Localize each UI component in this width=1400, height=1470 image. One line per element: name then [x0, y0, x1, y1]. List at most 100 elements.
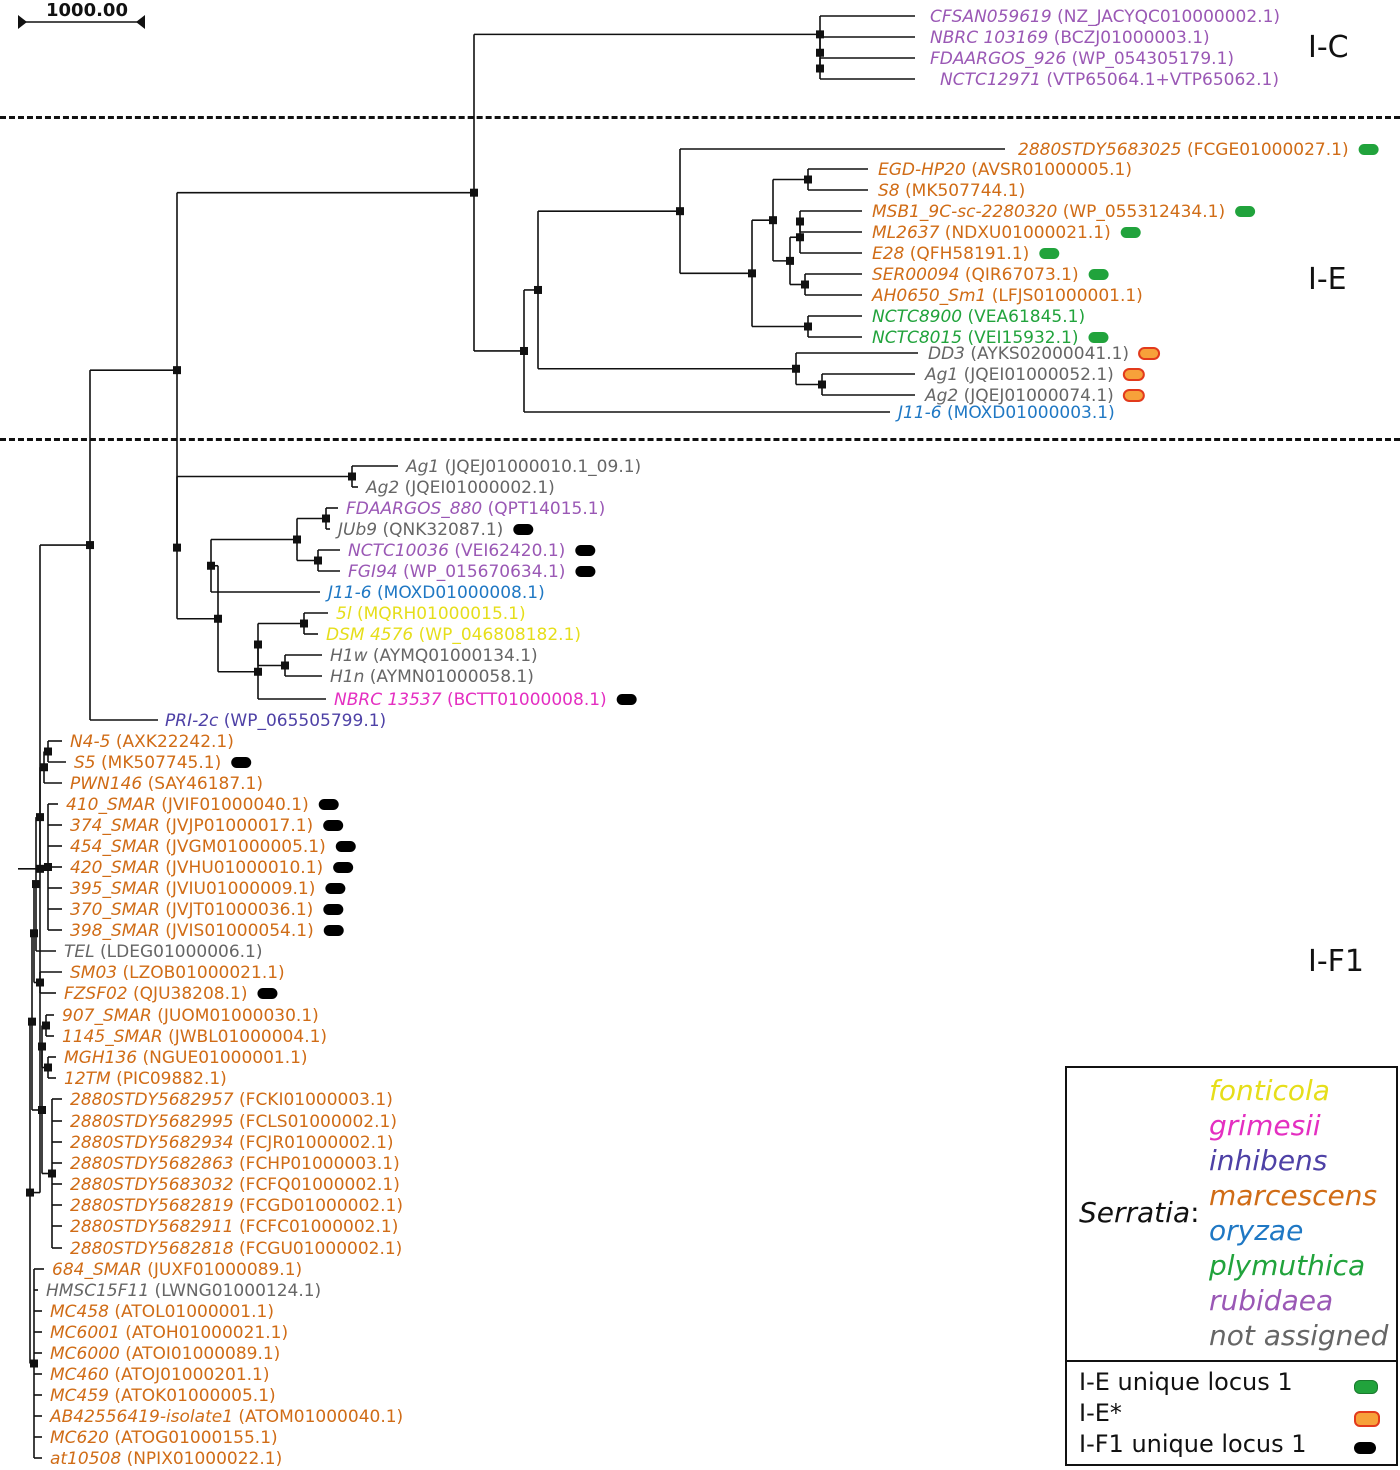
leaf-label: FDAARGOS_926 (WP_054305179.1) — [930, 49, 1234, 69]
leaf-strain-name: Ag1 — [405, 457, 439, 477]
leaf-accession: (QNK32087.1) — [377, 520, 503, 540]
leaf-accession: (FCJR01000002.1) — [234, 1133, 394, 1153]
locus-marker — [257, 988, 278, 999]
leaf-strain-name: MC6000 — [50, 1344, 120, 1364]
leaf-label: DD3 (AYKS02000041.1) — [928, 344, 1129, 364]
leaf-label: J11-6 (MOXD01000008.1) — [325, 583, 545, 603]
leaf-accession: (JVIU01000009.1) — [160, 879, 316, 899]
leaf-accession: (JVIF01000040.1) — [156, 795, 309, 815]
leaf-label: 420_SMAR (JVHU01000010.1) — [70, 858, 323, 878]
leaf-label: FDAARGOS_880 (QPT14015.1) — [346, 499, 605, 519]
leaf-strain-name: 410_SMAR — [66, 795, 156, 815]
node-marker — [86, 541, 94, 550]
leaf-accession: (FCGD01000002.1) — [234, 1196, 403, 1216]
locus-marker — [513, 524, 534, 535]
node-marker — [322, 514, 330, 523]
node-marker — [38, 1042, 46, 1051]
leaf-label: AH0650_Sm1 (LFJS01000001.1) — [871, 286, 1143, 306]
leaf-accession: (AXK22242.1) — [110, 732, 233, 752]
node-marker — [28, 1017, 36, 1026]
leaf-strain-name: ML2637 — [872, 223, 940, 243]
leaf-strain-name: TEL — [64, 942, 95, 962]
leaf-strain-name: 2880STDY5682911 — [70, 1217, 234, 1237]
leaf-strain-name: 2880STDY5682818 — [70, 1239, 234, 1259]
leaf-accession: (QIR67073.1) — [959, 265, 1078, 285]
legend-divider — [1067, 1360, 1396, 1362]
leaf-strain-name: J11-6 — [325, 583, 372, 603]
leaf-accession: (QJU38208.1) — [128, 984, 248, 1004]
legend-species-inhibens: inhibens — [1209, 1144, 1328, 1177]
leaf-accession: (LDEG01000006.1) — [95, 942, 263, 962]
leaf-label: DSM 4576 (WP_046808182.1) — [326, 625, 581, 645]
node-marker — [44, 863, 52, 871]
leaf-label: H1w (AYMQ01000134.1) — [330, 646, 538, 666]
leaf-label: 2880STDY5682911 (FCFC01000002.1) — [70, 1217, 398, 1237]
leaf-strain-name: EGD-HP20 — [878, 160, 966, 180]
leaf-label: at10508 (NPIX01000022.1) — [50, 1449, 282, 1469]
leaf-strain-name: DD3 — [928, 344, 965, 364]
leaf-strain-name: 374_SMAR — [70, 816, 160, 836]
node-marker — [254, 640, 262, 649]
leaf-accession: (WP_015670634.1) — [398, 562, 566, 582]
leaf-accession: (VEA61845.1) — [962, 307, 1085, 327]
node-marker — [44, 1063, 52, 1072]
node-marker — [816, 48, 824, 57]
scale-bar-left-arrow — [18, 15, 27, 29]
leaf-label: NCTC8015 (VEI15932.1) — [872, 328, 1078, 348]
leaf-label: MGH136 (NGUE01000001.1) — [64, 1048, 308, 1068]
leaf-strain-name: 684_SMAR — [52, 1260, 142, 1280]
legend-species-rubidaea: rubidaea — [1209, 1284, 1334, 1317]
leaf-strain-name: NBRC 103169 — [930, 28, 1048, 48]
leaf-strain-name: AB42556419-isolate1 — [49, 1407, 233, 1427]
leaf-strain-name: S5 — [74, 753, 96, 773]
node-marker — [36, 813, 44, 822]
node-marker — [676, 207, 684, 216]
leaf-strain-name: NCTC12971 — [940, 70, 1041, 90]
leaf-strain-name: 2880STDY5683025 — [1018, 140, 1182, 160]
legend-marker-if1-label: I-F1 unique locus 1 — [1079, 1430, 1307, 1458]
leaf-accession: (MOXD01000008.1) — [372, 583, 545, 603]
clade-label-if1: I-F1 — [1308, 944, 1365, 979]
leaf-accession: (FCLS01000002.1) — [234, 1112, 397, 1132]
leaf-label: NCTC12971 (VTP65064.1+VTP65062.1) — [940, 70, 1279, 90]
leaf-strain-name: 398_SMAR — [70, 921, 160, 941]
leaf-accession: (MOXD01000003.1) — [942, 403, 1115, 423]
leaf-strain-name: MGH136 — [64, 1048, 137, 1068]
leaf-strain-name: 5l — [336, 604, 352, 624]
scale-bar-right-arrow — [136, 15, 145, 29]
leaf-accession: (AYKS02000041.1) — [965, 344, 1129, 364]
leaf-accession: (WP_054305179.1) — [1066, 49, 1234, 69]
leaf-strain-name: SER00094 — [872, 265, 959, 285]
locus-marker — [1358, 144, 1379, 155]
node-marker — [796, 233, 804, 242]
node-marker — [792, 364, 800, 373]
node-marker — [786, 256, 794, 265]
node-marker — [804, 322, 812, 331]
leaf-strain-name: CFSAN059619 — [930, 7, 1052, 27]
leaf-strain-name: PWN146 — [70, 774, 142, 794]
leaf-accession: (SAY46187.1) — [142, 774, 263, 794]
leaf-label: 374_SMAR (JVJP01000017.1) — [70, 816, 313, 836]
leaf-strain-name: MC620 — [50, 1428, 109, 1448]
leaf-strain-name: Ag2 — [924, 386, 958, 406]
leaf-label: NCTC8900 (VEA61845.1) — [872, 307, 1085, 327]
leaf-label: 370_SMAR (JVJT01000036.1) — [70, 900, 313, 920]
leaf-label: JUb9 (QNK32087.1) — [335, 520, 503, 540]
leaf-accession: (NDXU01000021.1) — [939, 223, 1110, 243]
leaf-label: EGD-HP20 (AVSR01000005.1) — [878, 160, 1132, 180]
leaf-strain-name: NCTC10036 — [348, 541, 449, 561]
locus-marker — [1088, 332, 1109, 343]
leaf-label: 398_SMAR (JVIS01000054.1) — [70, 921, 314, 941]
legend-genus-colon: : — [1190, 1196, 1200, 1229]
leaf-accession: (FCFQ01000002.1) — [234, 1175, 400, 1195]
legend: Serratia: fonticola grimesii inhibens ma… — [1065, 1066, 1398, 1466]
legend-marker-ie-label: I-E unique locus 1 — [1079, 1368, 1293, 1396]
leaf-label: Ag1 (JQEJ01000010.1_09.1) — [405, 457, 641, 477]
leaf-accession: (WP_065505799.1) — [218, 711, 386, 731]
leaf-accession: (WP_055312434.1) — [1057, 202, 1225, 222]
leaf-label: HMSC15F11 (LWNG01000124.1) — [46, 1281, 321, 1301]
legend-species-fonticola: fonticola — [1209, 1074, 1330, 1107]
locus-marker — [325, 883, 346, 894]
node-marker — [796, 217, 804, 226]
